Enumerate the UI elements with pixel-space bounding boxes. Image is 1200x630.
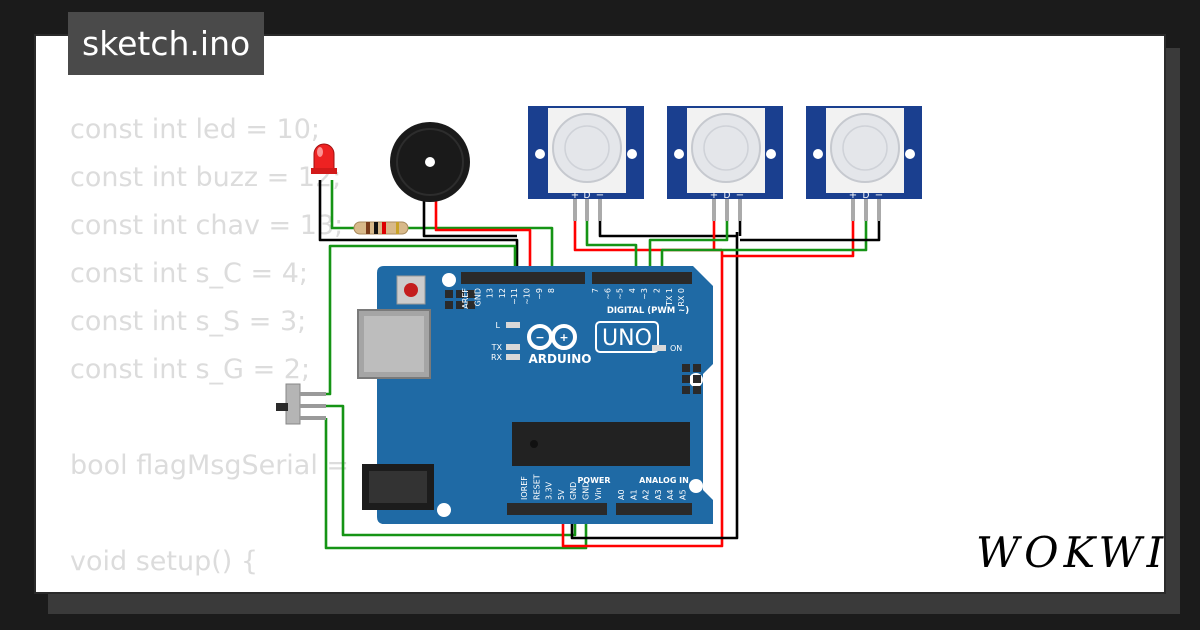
header-power (507, 503, 607, 515)
pin-label: 7 (591, 288, 600, 293)
wire-gnd-rail (570, 232, 739, 540)
atmega-chip (512, 422, 690, 466)
power-jack (362, 464, 434, 510)
slide-switch[interactable] (276, 383, 326, 425)
header-digital-right (592, 272, 692, 284)
wire-pir3-gnd (740, 201, 881, 242)
pin-label: RX 0 (677, 288, 686, 307)
pir3-pin-vcc: + (849, 190, 857, 201)
pin-label: Vin (594, 487, 603, 500)
led-l (506, 322, 520, 328)
led-tx-label: TX (491, 343, 503, 352)
led-rx-label: RX (491, 353, 503, 362)
pin-label: 4 (628, 288, 637, 293)
pin-label: ~10 (523, 288, 532, 305)
pin-label: ~6 (603, 288, 612, 300)
pin-label: A4 (666, 489, 675, 500)
resistor[interactable] (353, 221, 409, 235)
pin-label: GND (569, 482, 578, 500)
wire-resistor-pin10 (408, 226, 554, 278)
icsp-header-top (445, 290, 475, 309)
led-tx (506, 344, 520, 350)
pir1-pin-gnd: − (596, 190, 604, 201)
wokwi-logo: WOKWI (976, 528, 1169, 577)
pir-sensor-3[interactable]: + D − (806, 106, 922, 221)
pin-label: 3.3V (545, 481, 554, 500)
wire-pir3-out (660, 201, 868, 278)
wire-resistor-led (330, 180, 354, 230)
pin-label: AREF (461, 288, 470, 309)
led-rx (506, 354, 520, 360)
pir-sensor-2[interactable]: + D − (667, 106, 783, 221)
pir1-pin-vcc: + (571, 190, 579, 201)
svg-text:−: − (535, 331, 544, 344)
svg-text:+: + (559, 331, 568, 344)
pir2-pin-out: D (724, 191, 731, 201)
pin-label: 13 (486, 288, 495, 298)
pin-label: 12 (498, 288, 507, 298)
icsp-header-right (682, 364, 701, 394)
wire-switch-gnd (326, 404, 577, 537)
header-analog (616, 503, 692, 515)
pir-sensor-1[interactable]: + D − (528, 106, 644, 221)
wire-pir1-out (585, 201, 638, 278)
digital-pwm-label: DIGITAL (PWM ~) (607, 306, 689, 316)
reset-button[interactable] (396, 275, 426, 305)
wire-pir1-gnd (598, 201, 737, 238)
pir3-pin-out: D (863, 191, 870, 201)
pir2-pin-vcc: + (710, 190, 718, 201)
pin-label: 5V (557, 489, 566, 500)
led-on-label: ON (670, 344, 682, 353)
pin-label: A2 (642, 489, 651, 500)
wire-led-cathode (318, 180, 519, 278)
led-l-label: L (496, 321, 501, 330)
usb-connector (357, 309, 431, 379)
wire-pir1-vcc (573, 201, 722, 252)
wire-buzzer-pin12 (434, 200, 532, 278)
pin-label: ~3 (640, 288, 649, 300)
pin-label: TX 1 (665, 288, 674, 307)
pin-label: A5 (679, 489, 688, 500)
pin-label: ~5 (616, 288, 625, 300)
pin-label: ~11 (510, 288, 519, 305)
pin-label: RESET (532, 474, 541, 500)
pin-label: IOREF (520, 476, 529, 500)
wire-5v-rail (561, 250, 724, 548)
pin-label: A3 (654, 489, 663, 500)
wire-buzzer-neg (422, 200, 517, 238)
pin-label: 8 (547, 288, 556, 293)
header-digital-left (461, 272, 585, 284)
arduino-brand-text: ARDUINO (529, 352, 592, 366)
logo: − + ARDUINO UNO (527, 321, 659, 366)
pin-label: 2 (653, 288, 662, 293)
wires (318, 180, 881, 550)
pin-label: GND (582, 482, 591, 500)
pin-label: A1 (629, 489, 638, 500)
code-editor[interactable]: const int led = 10; const int buzz = 12;… (70, 114, 350, 577)
pin-label: GND (473, 288, 482, 306)
buzzer[interactable] (390, 122, 470, 202)
wire-switch-pin13 (326, 244, 517, 396)
pir1-pin-out: D (584, 191, 591, 201)
led[interactable] (311, 143, 337, 174)
power-label: POWER (577, 476, 610, 485)
wire-switch-5v (324, 418, 588, 550)
pir2-pin-gnd: − (736, 190, 744, 201)
led-on (652, 345, 666, 351)
uno-label: UNO (602, 326, 652, 351)
analog-in-label: ANALOG IN (639, 476, 689, 485)
file-tab[interactable]: sketch.ino (68, 12, 265, 75)
pin-label: A0 (617, 489, 626, 500)
pir3-pin-gnd: − (875, 190, 883, 201)
pin-label: ~9 (535, 288, 544, 300)
